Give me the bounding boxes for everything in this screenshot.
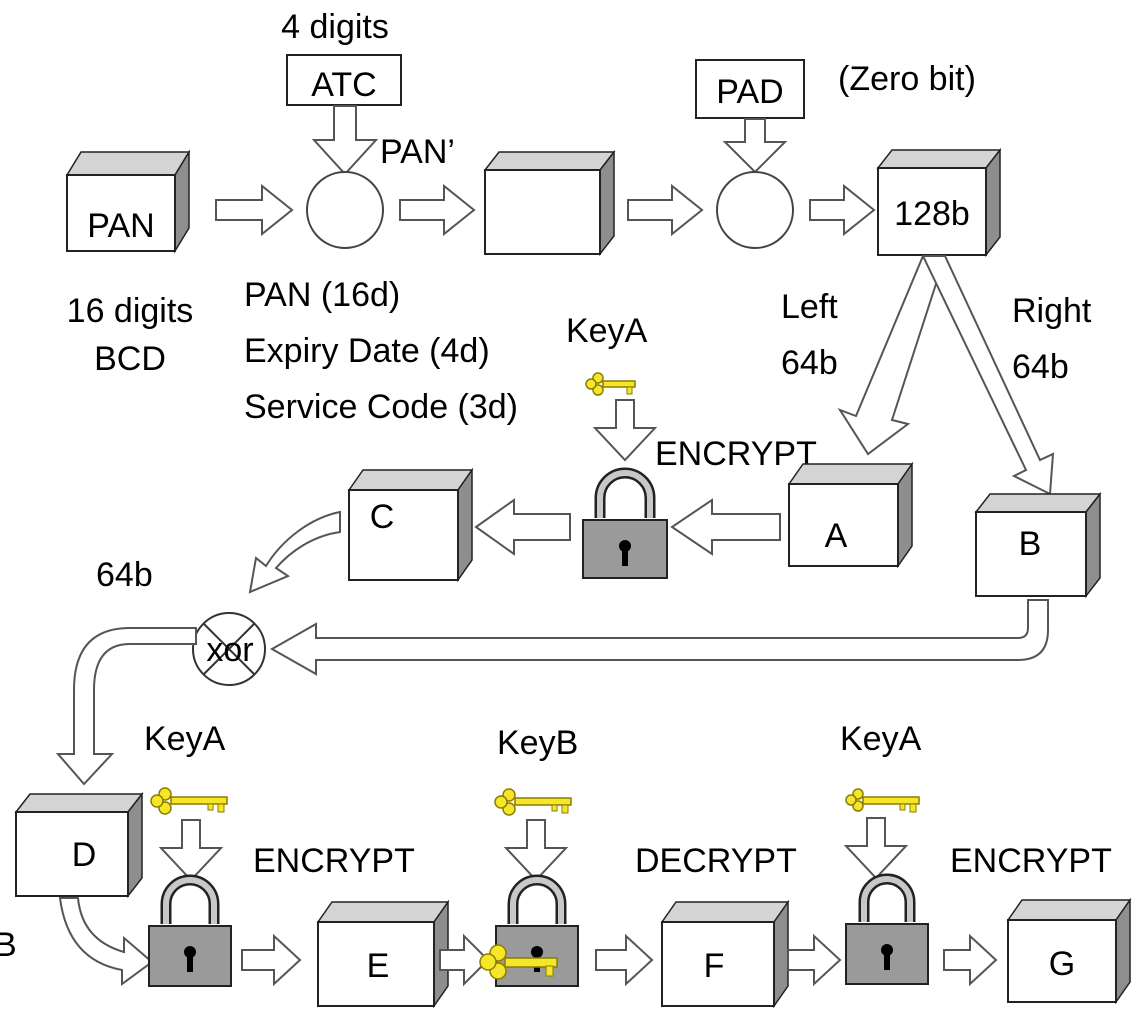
pan-prime-block <box>483 149 616 257</box>
block-b: B <box>974 491 1102 599</box>
block-128b: 128b <box>876 147 1002 258</box>
flow-arrow-xor-to-d <box>55 627 197 786</box>
key-icon <box>585 372 636 396</box>
zero-bit-label: (Zero bit) <box>838 60 976 98</box>
key-icon <box>479 944 558 980</box>
flow-arrow-pan-to-combine <box>215 183 294 237</box>
atc-label: ATC <box>311 66 376 104</box>
block-128b-label: 128b <box>894 195 970 233</box>
atc-digits-label: 4 digits <box>281 8 389 46</box>
key-icon <box>150 787 228 815</box>
block-f: F <box>660 899 790 1009</box>
pan-block-label: PAN <box>87 207 154 245</box>
encrypt-top-label: ENCRYPT <box>655 435 817 473</box>
lock-icon <box>148 874 232 987</box>
decrypt-label: DECRYPT <box>635 842 797 880</box>
pad-box: PAD <box>695 59 805 119</box>
encrypt-1-label: ENCRYPT <box>253 842 415 880</box>
flow-arrow-lock2-to-f <box>595 933 654 987</box>
right-label: Right <box>1012 292 1092 330</box>
block-b-label: B <box>1019 525 1042 563</box>
atc-down-arrow <box>311 105 379 176</box>
combine-node-pad <box>716 171 794 249</box>
flow-arrow-to-128b <box>809 183 876 237</box>
flow-arrow-b-to-xor <box>269 599 1049 676</box>
block-d: D <box>14 791 144 899</box>
block-e: E <box>316 899 450 1009</box>
xor-label: xor <box>206 631 253 669</box>
flow-arrow-e-to-lock2 <box>439 933 490 987</box>
pad-label: PAD <box>716 73 783 111</box>
split-arrow-left <box>837 255 947 456</box>
flow-arrow-to-pan-prime <box>399 183 476 237</box>
key-down-arrow <box>158 819 224 882</box>
split-arrow-right <box>921 255 1055 496</box>
left-64b-label: 64b <box>781 344 838 382</box>
right-64b-label: 64b <box>1012 348 1069 386</box>
key-down-arrow <box>592 399 658 462</box>
flow-arrow-d-to-lock <box>58 897 154 986</box>
key-a-2-label: KeyA <box>840 720 922 758</box>
lock-icon <box>495 874 579 987</box>
flow-arrow-lock1-to-e <box>241 933 302 987</box>
bcd-label: BCD <box>94 340 166 378</box>
left-label: Left <box>781 288 838 326</box>
key-a-top-label: KeyA <box>566 312 648 350</box>
pan-16-digits-label: 16 digits <box>67 292 194 330</box>
service-code-label: Service Code (3d) <box>244 388 518 426</box>
block-d-label: D <box>72 836 97 874</box>
edge-fragment-label: B <box>0 926 17 964</box>
pan-prime-label: PAN’ <box>380 133 455 171</box>
lock-icon <box>582 467 668 579</box>
pan-block: PAN <box>65 149 191 254</box>
key-a-1-label: KeyA <box>144 720 226 758</box>
flow-arrow-lock-to-c <box>474 498 571 556</box>
block-g-label: G <box>1049 945 1075 983</box>
encrypt-2-label: ENCRYPT <box>950 842 1112 880</box>
flow-arrow-to-pad-combine <box>627 183 704 237</box>
block-a: A <box>787 461 914 569</box>
flow-arrow-f-to-lock3 <box>787 933 842 987</box>
block-c: C <box>347 467 474 583</box>
block-c-label: C <box>370 498 395 536</box>
key-down-arrow <box>503 819 569 882</box>
block-e-label: E <box>367 947 390 985</box>
pad-down-arrow <box>722 118 788 174</box>
combine-node-atc <box>306 171 384 249</box>
key-icon <box>845 788 920 813</box>
key-down-arrow <box>843 817 909 880</box>
key-b-label: KeyB <box>497 724 578 762</box>
expiry-date-label: Expiry Date (4d) <box>244 332 490 370</box>
xor-64b-label: 64b <box>96 556 153 594</box>
pan-16d-label: PAN (16d) <box>244 276 400 314</box>
lock-icon <box>845 873 929 985</box>
block-f-label: F <box>704 947 725 985</box>
atc-box: ATC <box>286 54 402 106</box>
flow-arrow-c-to-xor <box>248 510 341 594</box>
flow-arrow-lock3-to-g <box>943 933 998 987</box>
block-g: G <box>1006 897 1132 1005</box>
key-icon <box>494 788 572 816</box>
xor-node: xor <box>192 612 266 686</box>
flow-arrow-a-to-lock <box>670 498 781 556</box>
block-a-label: A <box>825 517 848 555</box>
